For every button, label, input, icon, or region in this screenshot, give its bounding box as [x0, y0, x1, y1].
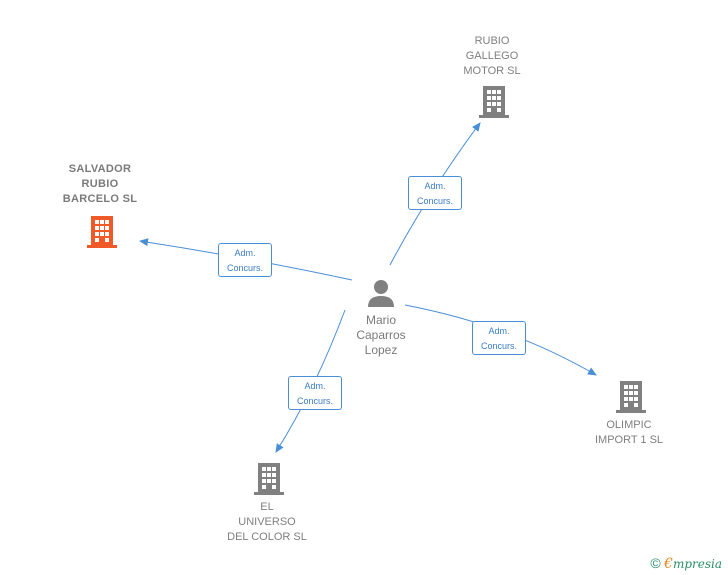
brand-logo-initial: € [664, 556, 673, 572]
building-icon[interactable] [253, 462, 285, 495]
relation-label-salvador[interactable]: Adm. Concurs. [218, 243, 272, 277]
person-name[interactable]: Mario Caparros Lopez [356, 313, 406, 357]
company-label-olimpic[interactable]: OLIMPIC IMPORT 1 SL [594, 419, 664, 446]
company-label-salvador[interactable]: SALVADOR RUBIO BARCELO SL [62, 163, 138, 205]
company-label-universo[interactable]: EL UNIVERSO DEL COLOR SL [227, 501, 307, 543]
building-icon[interactable] [86, 215, 118, 248]
person-icon[interactable] [366, 278, 396, 308]
copyright-symbol: © [650, 555, 661, 571]
relation-label-olimpic[interactable]: Adm. Concurs. [472, 321, 526, 355]
building-icon[interactable] [478, 85, 510, 118]
building-icon[interactable] [615, 380, 647, 413]
relation-label-universo[interactable]: Adm. Concurs. [288, 376, 342, 410]
brand-logo-text: mpresia [672, 557, 722, 571]
brand-footer: © €mpresia [650, 555, 722, 572]
relation-label-rubio[interactable]: Adm. Concurs. [408, 176, 462, 210]
company-label-rubio[interactable]: RUBIO GALLEGO MOTOR SL [463, 35, 521, 77]
